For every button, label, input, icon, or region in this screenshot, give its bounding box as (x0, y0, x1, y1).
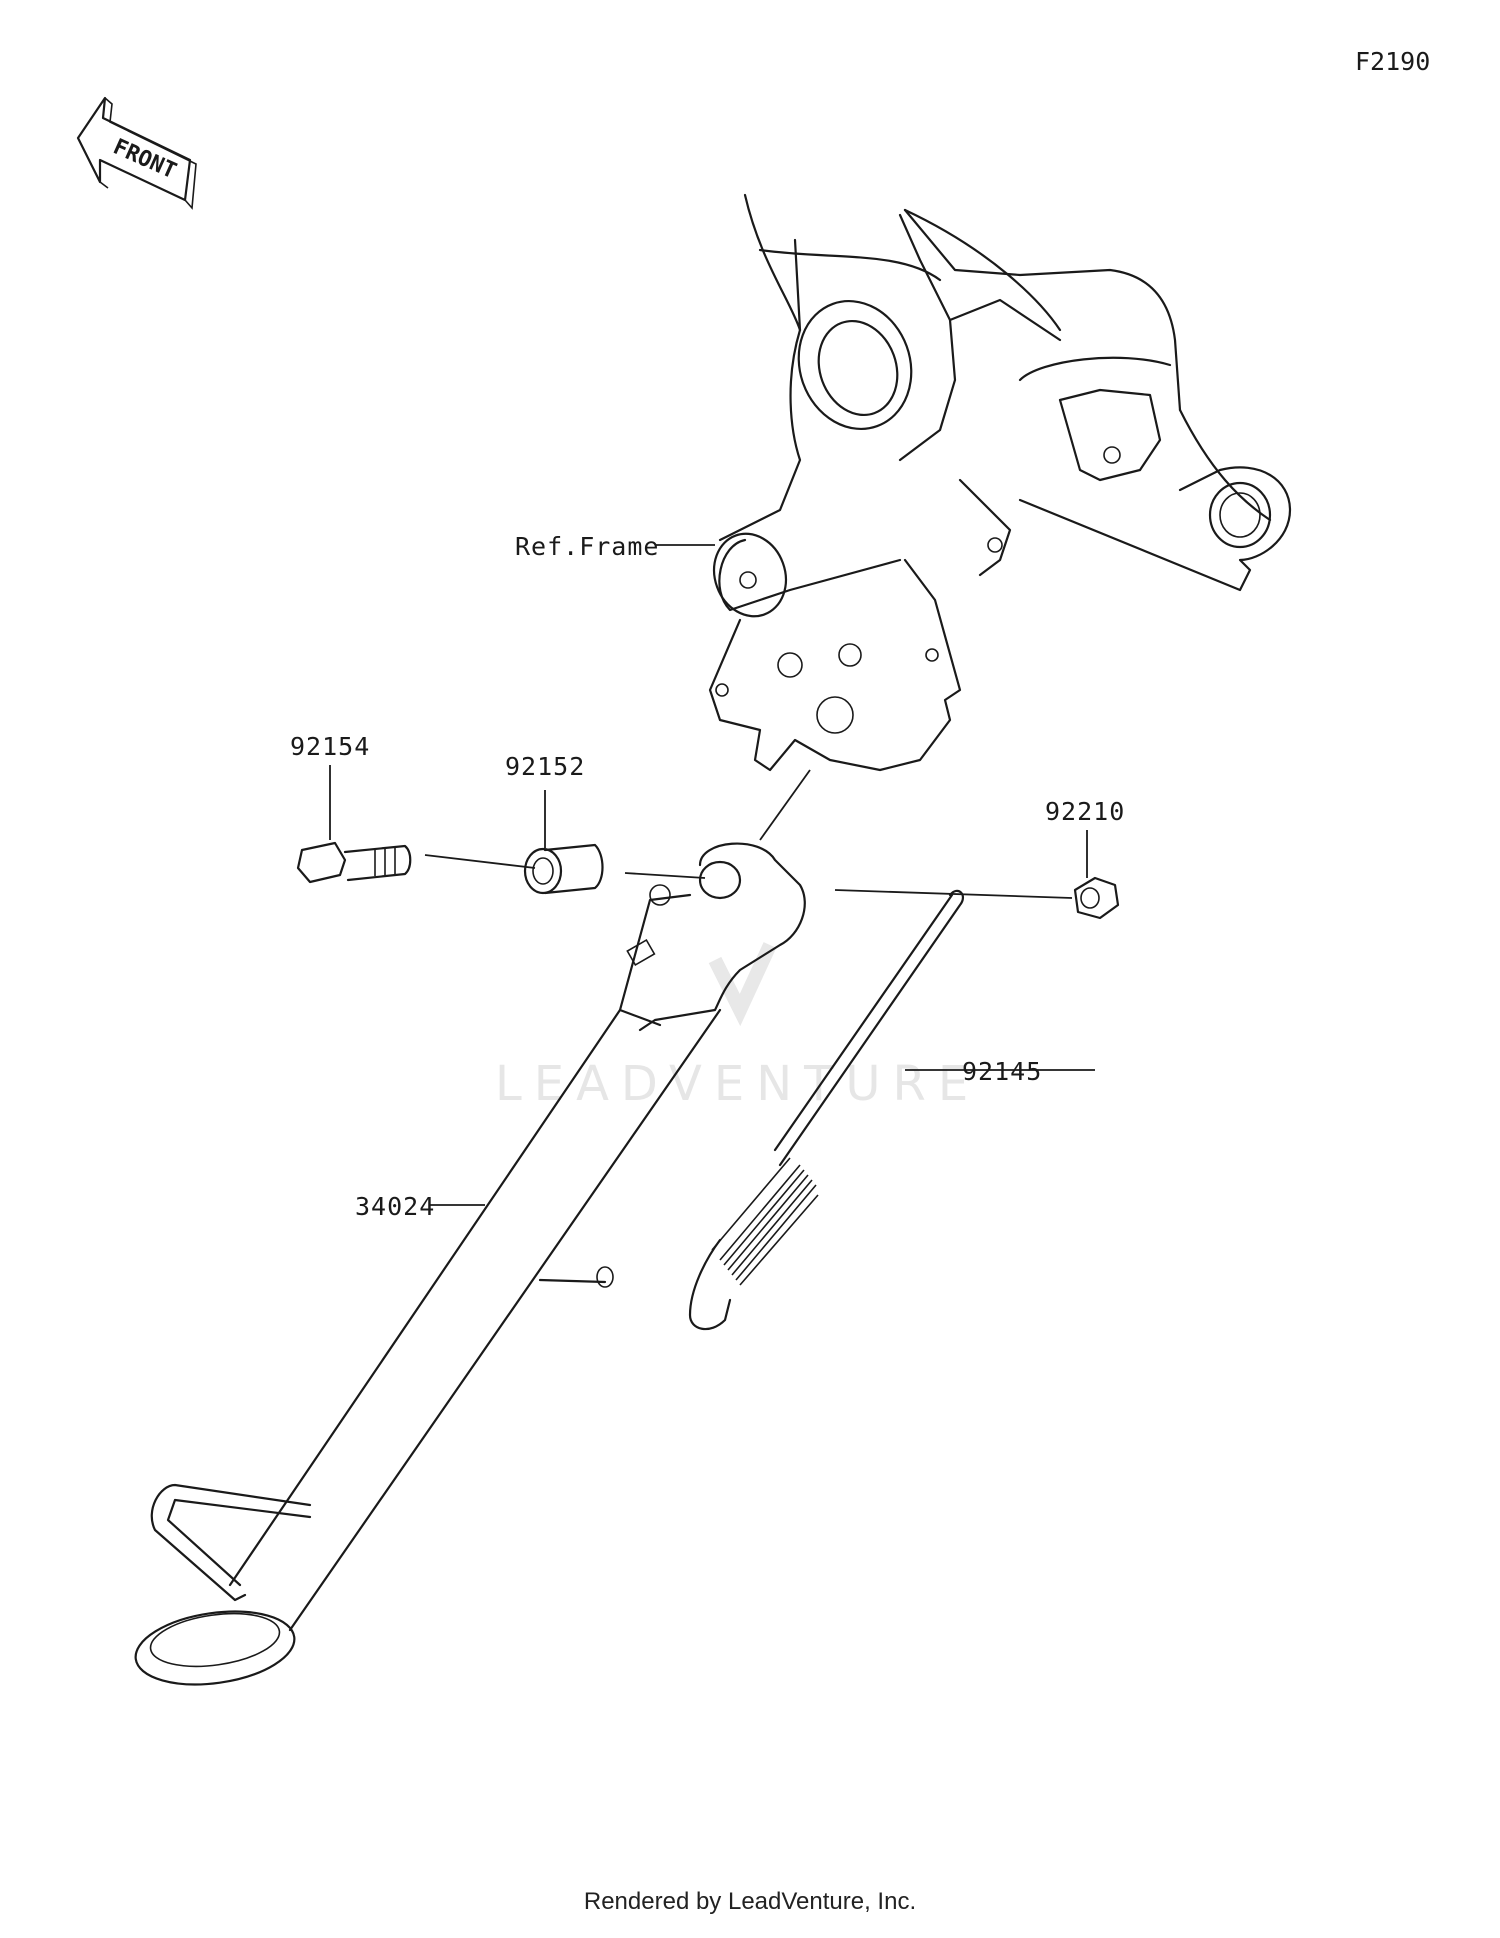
bolt-illustration (296, 841, 412, 884)
part-label-ref-frame: Ref.Frame (515, 532, 659, 561)
frame-illustration (708, 193, 1292, 772)
front-arrow-icon: FRONT (76, 96, 197, 210)
side-stand-illustration (134, 842, 806, 1686)
footer-credit: Rendered by LeadVenture, Inc. (583, 1888, 917, 1915)
part-label-34024: 34024 (355, 1192, 435, 1221)
part-label-92210: 92210 (1045, 797, 1125, 826)
front-label: FRONT (109, 135, 180, 185)
leader-lines (329, 544, 1095, 1206)
part-label-92152: 92152 (505, 752, 585, 781)
collar-illustration (523, 843, 604, 895)
spring-illustration (688, 889, 965, 1331)
part-label-92145: 92145 (962, 1057, 1042, 1086)
figure-code: F2190 (1355, 47, 1430, 76)
watermark-text: LEADVENTURE (495, 1056, 980, 1112)
part-label-92154: 92154 (290, 732, 370, 761)
nut-illustration (1073, 876, 1120, 920)
spring-coils (711, 1157, 819, 1286)
watermark: LEADVENTURE (495, 942, 980, 1112)
